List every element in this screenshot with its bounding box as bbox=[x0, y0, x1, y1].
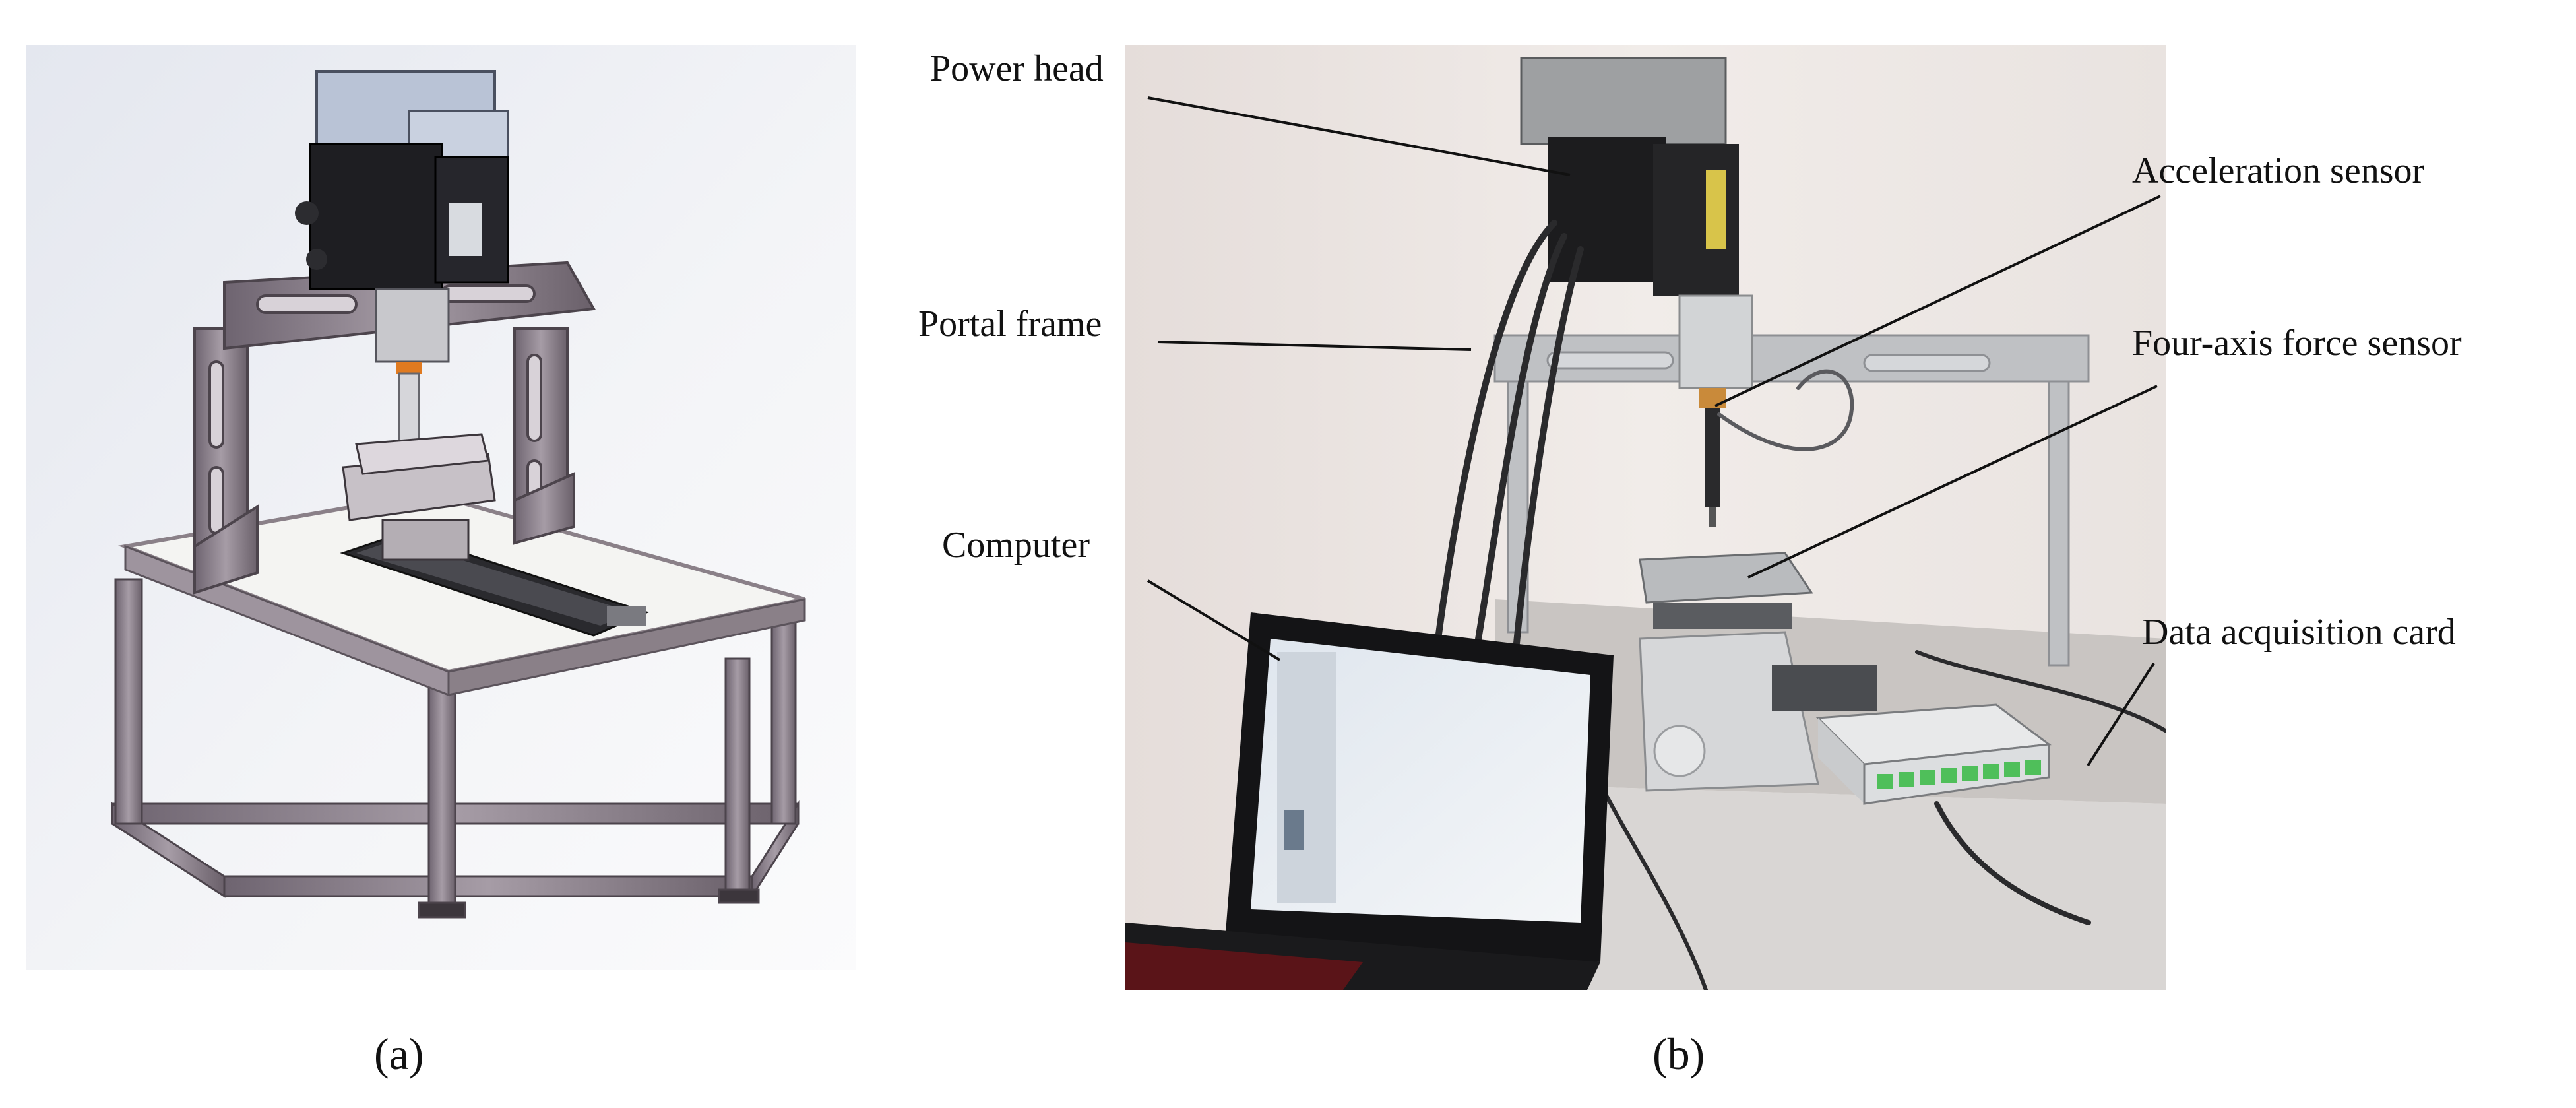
label-data-acquisition-card: Data acquisition card bbox=[2142, 612, 2456, 653]
label-acceleration-sensor: Acceleration sensor bbox=[2132, 150, 2425, 191]
panel-a-cad-model bbox=[26, 45, 856, 970]
caption-panel-a: (a) bbox=[374, 1029, 424, 1079]
cad-force-sensor-fixture bbox=[342, 433, 496, 561]
leader-four-axis-force-sensor bbox=[1747, 385, 2158, 579]
leader-computer bbox=[1147, 579, 1281, 661]
photo-data-acquisition-card bbox=[1772, 665, 2052, 805]
photo-computer bbox=[1125, 612, 1614, 990]
cad-table-frame bbox=[111, 578, 800, 919]
label-power-head: Power head bbox=[930, 48, 1104, 89]
panel-b-photo bbox=[1125, 45, 2166, 990]
cad-rig-drawing bbox=[26, 45, 856, 970]
label-computer: Computer bbox=[942, 525, 1090, 566]
photo-cables bbox=[1432, 220, 2166, 990]
cad-power-head bbox=[295, 70, 509, 466]
rig-photo-drawing bbox=[1125, 45, 2166, 990]
photo-portal-frame bbox=[1493, 334, 2090, 667]
leader-acceleration-sensor bbox=[1714, 195, 2161, 407]
leader-data-acquisition-card bbox=[2087, 662, 2155, 767]
label-four-axis-force-sensor: Four-axis force sensor bbox=[2132, 323, 2462, 364]
photo-power-head bbox=[1520, 57, 1753, 527]
caption-panel-b: (b) bbox=[1652, 1029, 1705, 1079]
label-portal-frame: Portal frame bbox=[918, 304, 1102, 344]
leader-power-head bbox=[1147, 96, 1571, 176]
leader-portal-frame bbox=[1157, 341, 1472, 351]
